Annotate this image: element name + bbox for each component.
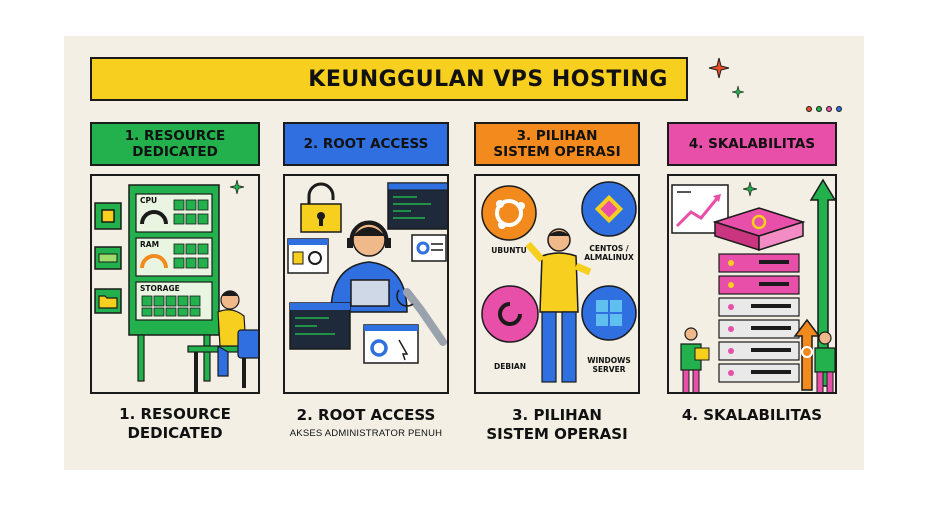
page-title: KEUNGGULAN VPS HOSTING <box>308 66 668 92</box>
ubuntu-logo-icon <box>481 185 537 241</box>
windows-label: WINDOWS SERVER <box>587 356 631 374</box>
folder-icon <box>94 288 122 314</box>
section-2-header: 2. ROOT ACCESS <box>283 122 449 166</box>
section-3-header: 3. PILIHAN SISTEM OPERASI <box>474 122 640 166</box>
section-4-panel <box>667 174 837 394</box>
person-pointing-illustration <box>525 228 592 383</box>
section-4-caption: 4. SKALABILITAS <box>681 406 823 424</box>
infographic-canvas: KEUNGGULAN VPS HOSTING 1. RESOURCE DEDIC… <box>64 36 864 470</box>
decor-dot <box>806 106 812 112</box>
growth-chart-icon <box>671 184 729 234</box>
section-2-subcaption: AKSES ADMINISTRATOR PENUH <box>289 428 443 439</box>
padlock-icon <box>300 182 342 233</box>
admin-with-headset-illustration <box>330 220 408 313</box>
section-1-header: 1. RESOURCE DEDICATED <box>90 122 260 166</box>
debian-logo-icon <box>481 285 539 343</box>
wrench-icon <box>396 288 447 346</box>
ram-module-icon <box>94 246 122 270</box>
person-with-box-illustration <box>680 327 710 392</box>
section-2-panel <box>283 174 449 394</box>
gear-window-icon <box>363 324 419 364</box>
orange-up-arrow-icon <box>793 318 821 391</box>
sparkle-icon <box>229 179 245 195</box>
decor-dot <box>836 106 842 112</box>
debian-label: DEBIAN <box>494 362 526 371</box>
settings-window-icon <box>287 238 329 274</box>
code-window-icon <box>289 302 351 350</box>
terminal-window-icon <box>387 182 447 230</box>
server-rack <box>128 184 220 382</box>
section-1-panel: CPU RAM STORAGE <box>90 174 260 394</box>
section-2-caption: 2. ROOT ACCESS <box>296 406 436 424</box>
cpu-chip-icon <box>94 202 122 230</box>
sparkle-icon <box>708 57 730 79</box>
gear-icon <box>411 234 447 262</box>
ubuntu-label: UBUNTU <box>491 246 527 255</box>
person-with-cable-illustration <box>814 331 835 392</box>
sparkle-icon <box>742 181 758 197</box>
section-3-caption: 3. PILIHAN SISTEM OPERASI <box>486 406 628 443</box>
cpu-label: CPU <box>140 196 158 205</box>
section-4-header: 4. SKALABILITAS <box>667 122 837 166</box>
centos-label: CENTOS / ALMALINUX <box>584 244 634 262</box>
centos-logo-icon <box>581 181 637 237</box>
sparkle-icon <box>731 85 745 99</box>
section-1-caption: 1. RESOURCE DEDICATED <box>119 405 231 442</box>
decor-dot <box>816 106 822 112</box>
title-banner: KEUNGGULAN VPS HOSTING <box>90 57 688 101</box>
section-3-panel: UBUNTU CENTOS / ALMALINUX DEBIAN WINDOWS… <box>474 174 640 394</box>
person-at-desk-illustration <box>187 290 258 392</box>
decor-dot <box>826 106 832 112</box>
server-stack-illustration <box>712 207 806 383</box>
storage-label: STORAGE <box>140 284 180 293</box>
ram-label: RAM <box>140 240 160 249</box>
windows-logo-icon <box>581 285 637 341</box>
